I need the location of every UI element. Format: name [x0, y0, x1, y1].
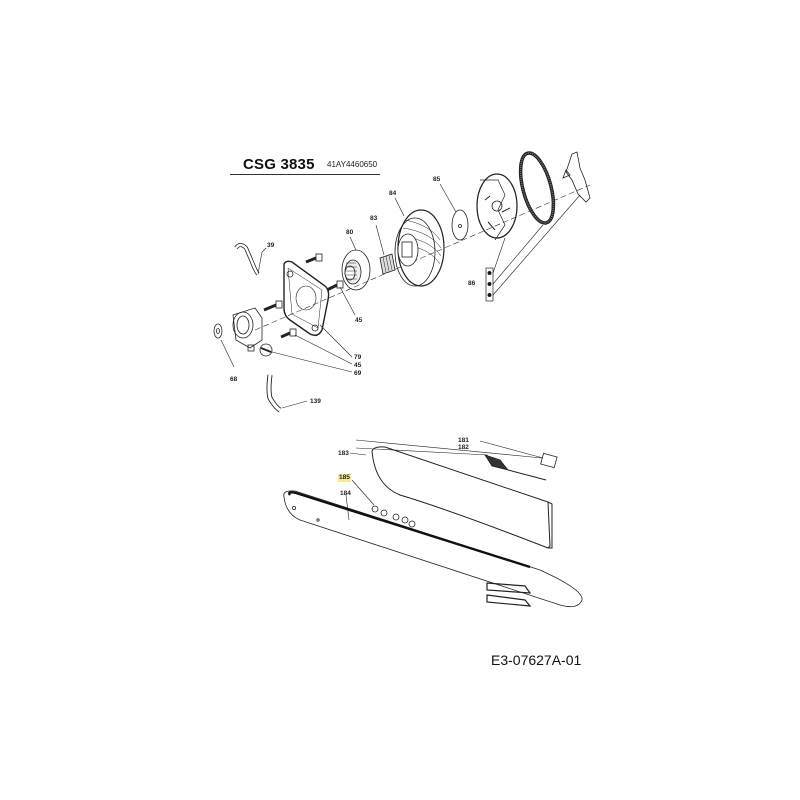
- clutch-spring-ring[interactable]: [514, 150, 560, 227]
- hose-part-139[interactable]: [266, 374, 282, 413]
- clutch-drum-part-84[interactable]: [394, 209, 445, 287]
- callout-185-highlighted[interactable]: 185: [338, 474, 351, 482]
- screw[interactable]: [305, 253, 323, 264]
- callout-79[interactable]: 79: [354, 354, 362, 361]
- callout-39[interactable]: 39: [267, 242, 275, 249]
- callout-68[interactable]: 68: [230, 376, 238, 383]
- leader-lines: [271, 183, 543, 521]
- small-parts-part-185[interactable]: [371, 505, 416, 528]
- bar-cover-part-183[interactable]: [371, 446, 553, 549]
- kit-box-part-86[interactable]: [485, 267, 494, 302]
- brake-lever-part[interactable]: [562, 151, 591, 203]
- hose-part-39[interactable]: [234, 243, 260, 276]
- needle-bearing-part-83[interactable]: [379, 253, 396, 275]
- callout-181[interactable]: 181: [458, 437, 469, 444]
- callout-84[interactable]: 84: [389, 190, 397, 197]
- callout-80[interactable]: 80: [346, 229, 354, 236]
- screw[interactable]: [280, 328, 297, 339]
- callout-69[interactable]: 69: [354, 370, 362, 377]
- clutch-assembly[interactable]: [476, 173, 518, 241]
- assembly-axis: [254, 184, 591, 331]
- drawing-id: E3-07627A-01: [491, 652, 582, 668]
- title-underline: [230, 174, 380, 175]
- washer-part-68[interactable]: [213, 323, 223, 339]
- screw[interactable]: [263, 300, 283, 312]
- callout-139[interactable]: 139: [310, 398, 321, 405]
- screw[interactable]: [326, 280, 344, 292]
- callout-184[interactable]: 184: [340, 490, 351, 497]
- pulley-part-80[interactable]: [341, 249, 371, 291]
- callout-183[interactable]: 183: [338, 450, 349, 457]
- scrench-tool-part-181-182[interactable]: [479, 440, 558, 481]
- callout-45-lower[interactable]: 45: [354, 362, 362, 369]
- washer-part-85[interactable]: [451, 209, 469, 241]
- oil-pump-housing[interactable]: [232, 307, 273, 357]
- callout-86[interactable]: 86: [468, 280, 476, 287]
- callout-45-upper[interactable]: 45: [355, 317, 363, 324]
- callout-182[interactable]: 182: [458, 444, 469, 451]
- guide-bar-part-184[interactable]: [283, 490, 583, 608]
- model-title: CSG 3835: [243, 156, 315, 173]
- callout-83[interactable]: 83: [370, 215, 378, 222]
- part-number: 41AY4460650: [327, 160, 378, 169]
- callout-85[interactable]: 85: [433, 176, 441, 183]
- cover-plate[interactable]: [283, 260, 330, 337]
